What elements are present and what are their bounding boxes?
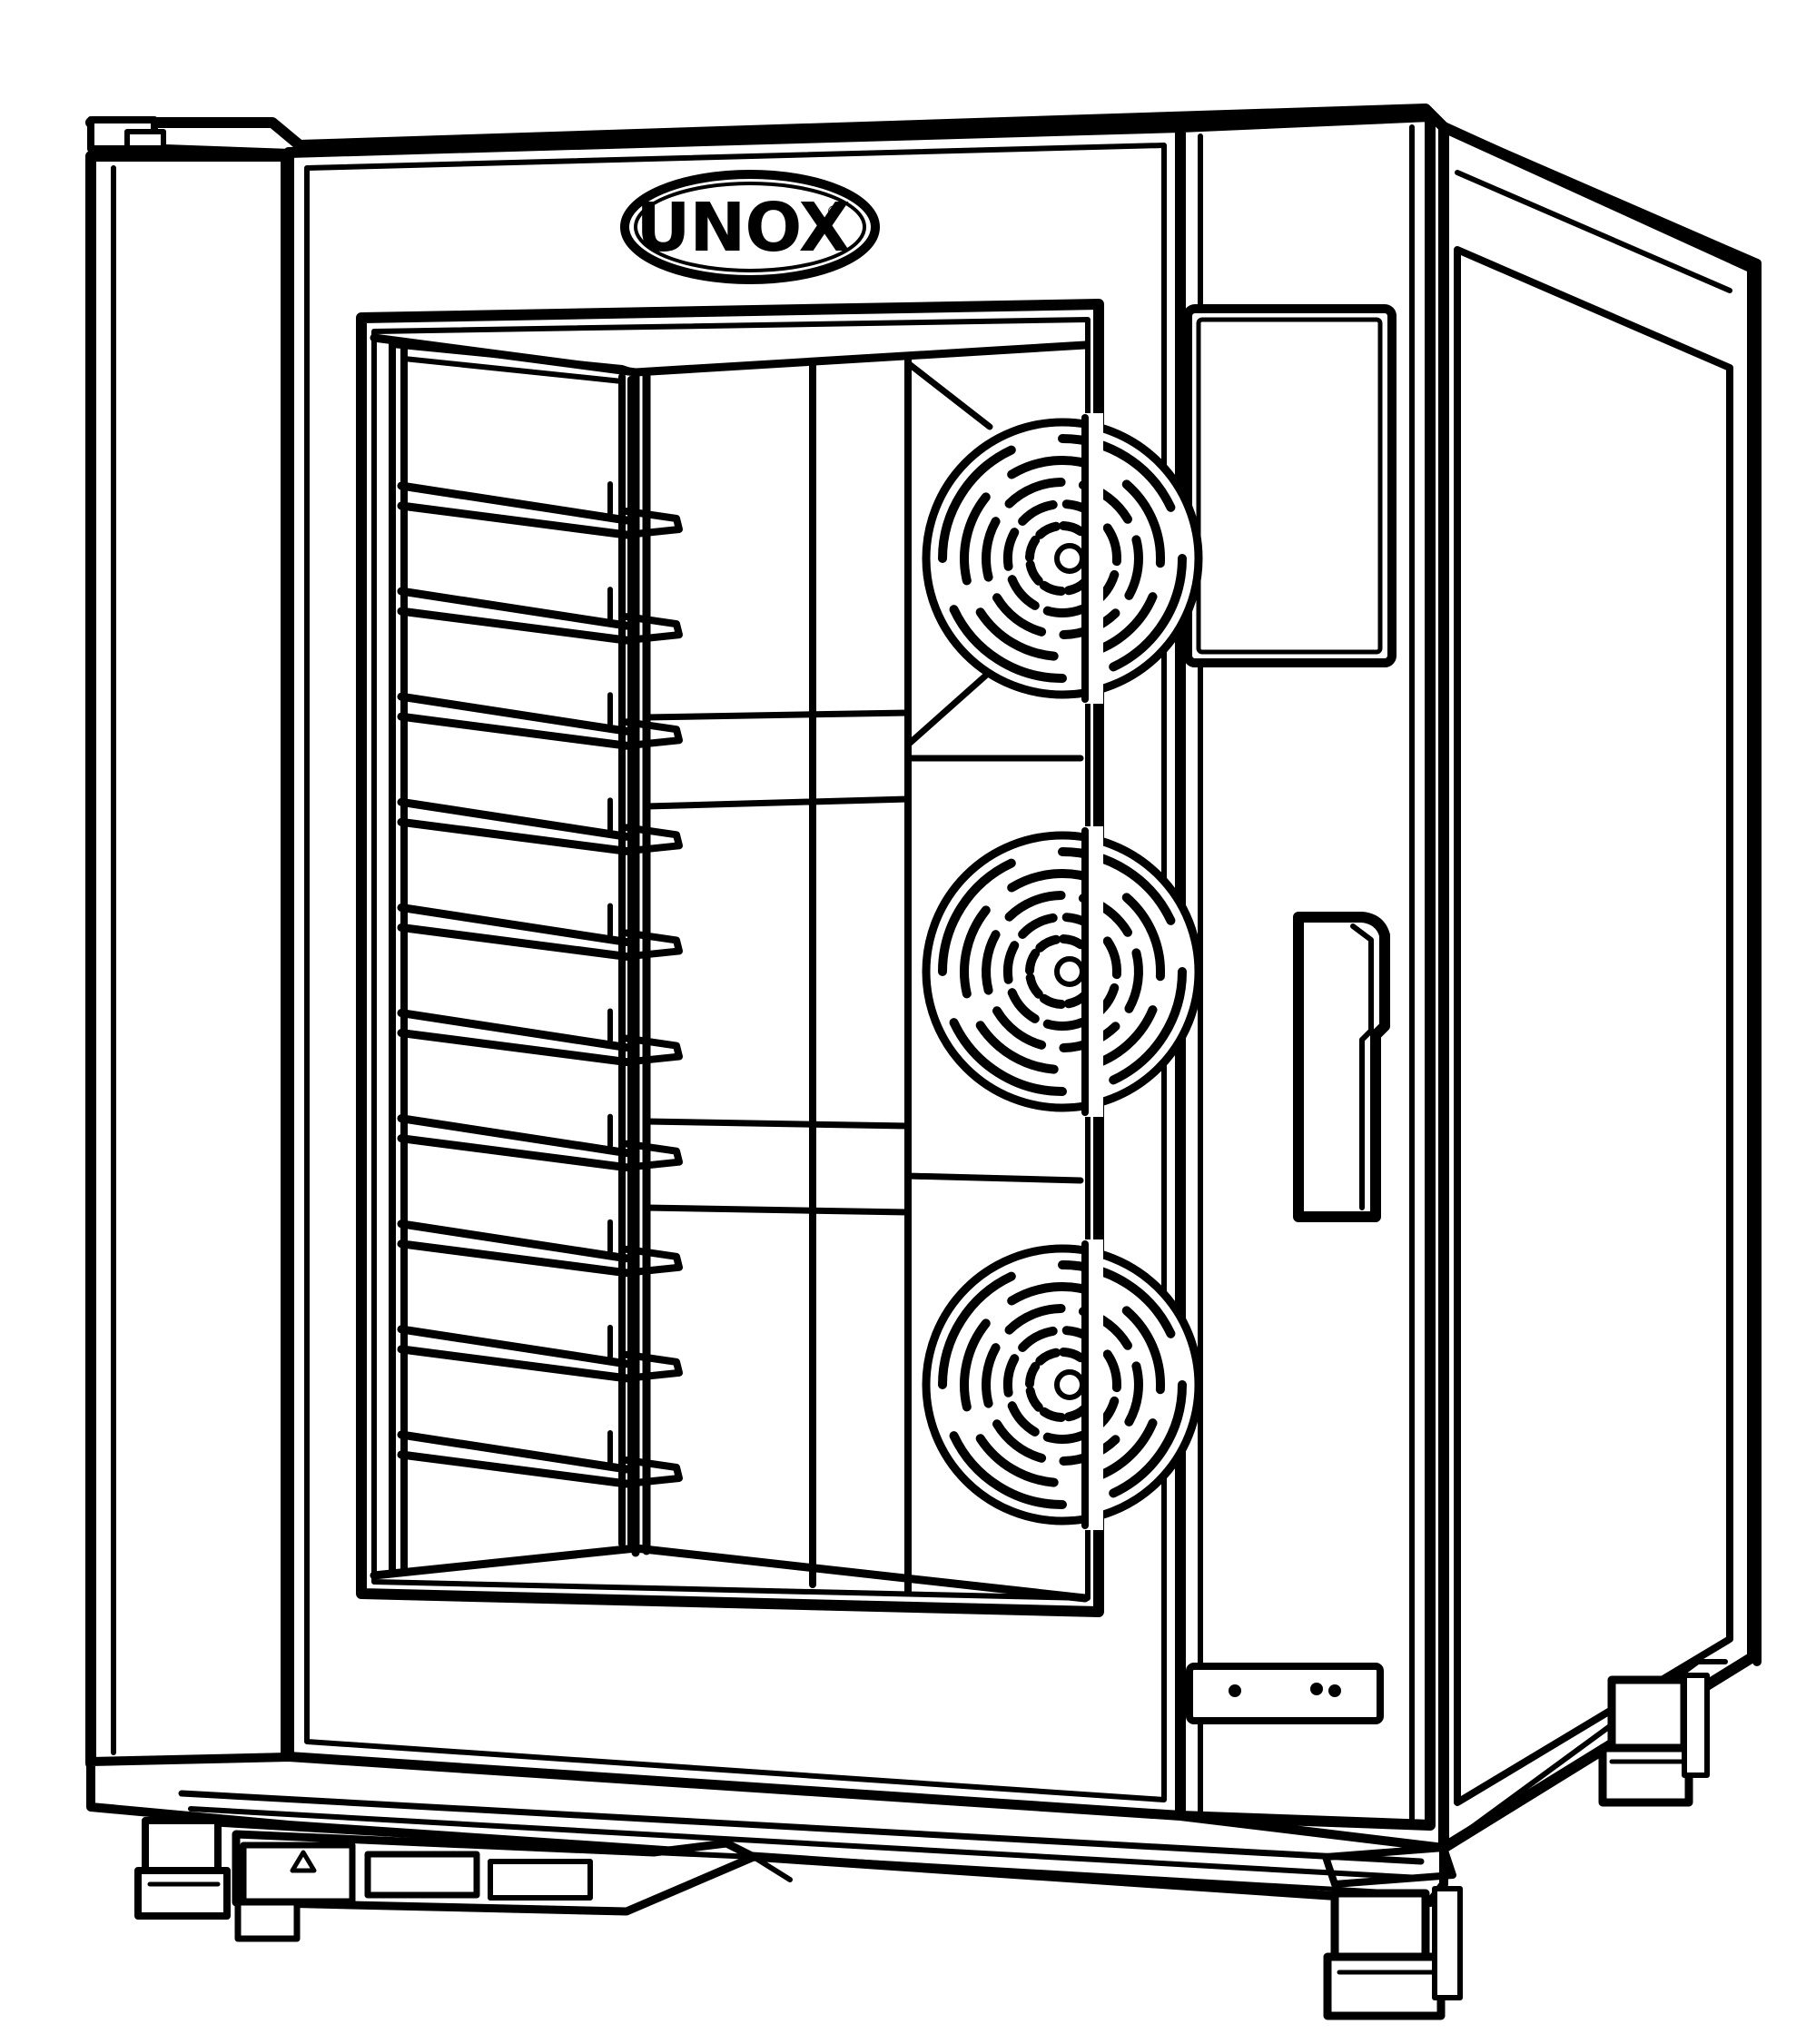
registered-mark: ® xyxy=(826,202,841,220)
foot-front-right xyxy=(1323,1886,1463,2020)
brand-logo: UNOX ® xyxy=(620,170,880,284)
oven-base xyxy=(86,1659,1728,1916)
base-panel-left xyxy=(240,1842,356,1905)
foot-front-left xyxy=(134,1817,231,1920)
base-panel-mid xyxy=(364,1851,480,1899)
tray-shelves xyxy=(397,481,683,1488)
shelf-rail xyxy=(397,587,683,645)
shelf-rail xyxy=(397,481,683,539)
shelf-rail xyxy=(397,1113,683,1172)
shelf-rail xyxy=(397,797,683,855)
hinge-column xyxy=(85,116,291,1769)
foot-rear-right xyxy=(1598,1673,1710,1807)
brand-logo-text: UNOX xyxy=(636,189,849,267)
base-panel-right xyxy=(488,1859,593,1901)
door-handle xyxy=(1293,912,1390,1222)
convection-fan xyxy=(922,1239,1203,1530)
button-dot-right-b xyxy=(1328,1684,1341,1697)
control-plate xyxy=(1186,1663,1384,1724)
shelf-rail xyxy=(397,1008,683,1067)
convection-fans xyxy=(922,413,1203,1530)
shelf-rail xyxy=(397,1430,683,1488)
oven-interior xyxy=(370,333,1203,1603)
button-dot-right-a xyxy=(1310,1683,1323,1695)
convection-fan xyxy=(922,413,1203,704)
shelf-rail xyxy=(397,692,683,750)
shelf-rail xyxy=(397,1324,683,1383)
shelf-rail xyxy=(397,1219,683,1278)
button-dot-left xyxy=(1229,1684,1241,1697)
convection-fan xyxy=(922,826,1203,1117)
shelf-rail xyxy=(397,903,683,961)
side-panel xyxy=(1438,122,1762,1853)
tray-rack xyxy=(389,341,638,1575)
foot-front-mid xyxy=(234,1899,301,1942)
warning-icon xyxy=(290,1850,317,1873)
control-display xyxy=(1183,304,1397,667)
oven-feet xyxy=(134,1673,1710,2020)
